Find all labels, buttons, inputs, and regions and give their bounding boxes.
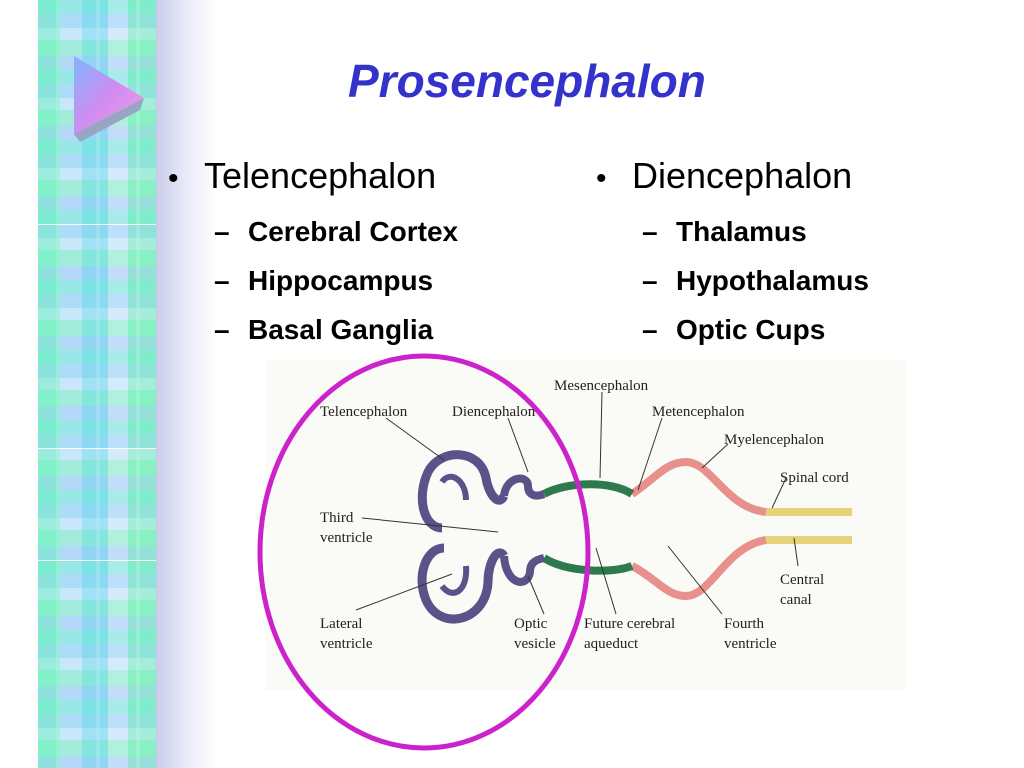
diencephalon-lower [500,554,545,586]
label-myelencephalon: Myelencephalon [724,432,824,448]
diagram-svg: Mesencephalon Telencephalon Diencephalon… [320,378,852,652]
telencephalon-inner-lower [439,565,470,596]
sub-item: –Cerebral Cortex [214,216,458,248]
sub-item: –Optic Cups [642,314,869,346]
label-third-ventricle-2: ventricle [320,530,373,546]
dash: – [642,314,658,345]
label-lateral-ventricle-2: ventricle [320,636,373,652]
brain-vesicle-diagram: Mesencephalon Telencephalon Diencephalon… [266,360,906,690]
sub-item: –Thalamus [642,216,869,248]
slide-title: Prosencephalon [348,55,706,107]
diencephalon-upper [500,474,546,500]
rhombencephalon-lower [630,536,767,601]
rhombencephalon-upper [629,457,767,516]
bullet-telencephalon: • Telencephalon [168,156,458,199]
label-future-aqueduct: Future cerebral [584,616,675,632]
dash: – [214,314,230,345]
label-central-canal-2: canal [780,592,812,608]
label-future-aqueduct-2: aqueduct [584,636,639,652]
bullet-dot: • [168,162,179,195]
dash: – [642,216,658,247]
triangle-logo-icon [74,56,144,142]
sub-item-text: Hippocampus [248,265,434,296]
label-metencephalon: Metencephalon [652,404,745,420]
label-spinal-cord: Spinal cord [780,470,849,486]
sub-item: –Hypothalamus [642,265,869,297]
mesencephalon-lower [541,554,634,575]
sub-item-text: Optic Cups [676,314,826,345]
bullet-text: Telencephalon [204,155,437,196]
label-optic-vesicle-2: vesicle [514,636,556,652]
dash: – [642,265,658,296]
strip-divider [38,448,156,449]
sub-item: –Hippocampus [214,265,458,297]
dash: – [214,265,230,296]
bullet-dot: • [596,162,607,195]
label-mesencephalon: Mesencephalon [554,378,649,394]
sub-item-text: Thalamus [676,216,807,247]
strip-divider [38,224,156,225]
sub-item-text: Basal Ganglia [248,314,434,345]
label-third-ventricle: Third [320,510,354,526]
label-diencephalon: Diencephalon [452,404,536,420]
label-optic-vesicle: Optic [514,616,548,632]
label-central-canal: Central [780,572,824,588]
diencephalon-column: •Diencephalon –Thalamus –Hypothalamus –O… [596,156,869,346]
strip-divider [38,560,156,561]
telencephalon-column: •Telencephalon –Cerebral Cortex –Hippoca… [168,156,458,346]
label-lateral-ventricle: Lateral [320,616,362,632]
label-fourth-ventricle-2: ventricle [724,636,777,652]
label-telencephalon: Telencephalon [320,404,408,420]
sub-item-text: Cerebral Cortex [248,216,459,247]
bullet-text: Diencephalon [632,155,853,196]
label-fourth-ventricle: Fourth [724,616,765,632]
dash: – [214,216,230,247]
mesencephalon-upper [542,480,635,498]
telencephalon-inner-upper [439,473,469,501]
sub-item: –Basal Ganglia [214,314,458,346]
decorative-gradient-bar [156,0,216,768]
bullet-diencephalon: • Diencephalon [596,156,869,199]
sub-item-text: Hypothalamus [676,265,869,296]
